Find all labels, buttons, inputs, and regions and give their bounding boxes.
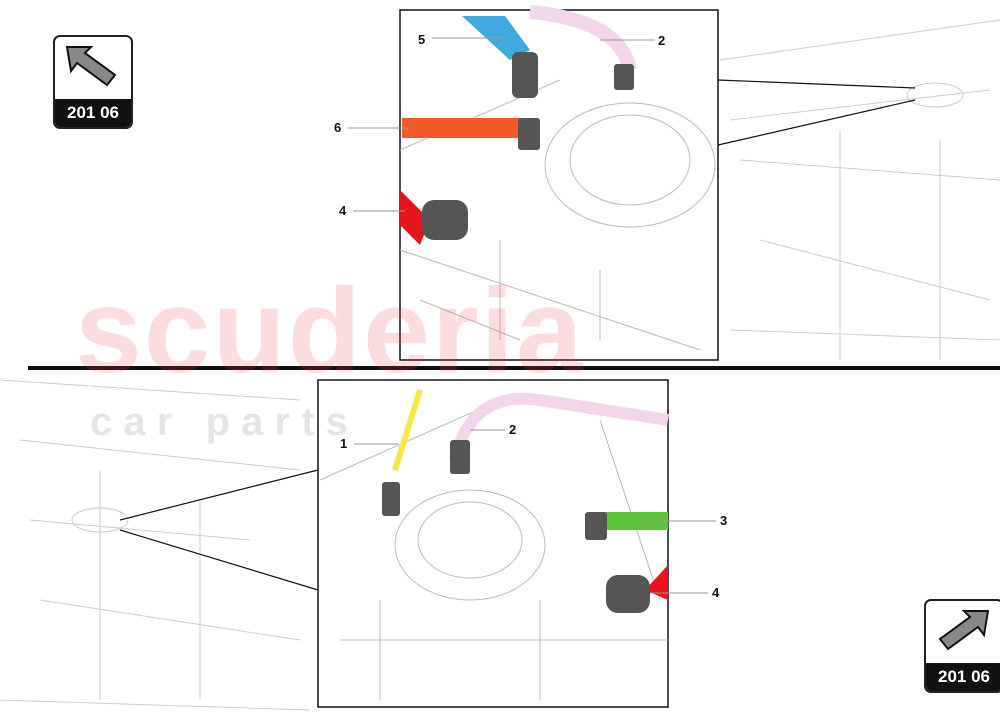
- next-page-code: 201 06: [926, 663, 1000, 691]
- callout-2: 2: [658, 33, 666, 48]
- inset-bottom: [317, 379, 669, 708]
- callout-4: 4: [339, 203, 347, 218]
- arrow-up-right-icon: [938, 610, 990, 651]
- prev-page-button[interactable]: 201 06: [53, 35, 133, 129]
- inset-top: [399, 5, 719, 361]
- callout-lines-bottom: [354, 429, 716, 594]
- watermark-sub: c a r p a r t s: [90, 400, 348, 444]
- callout-6: 6: [334, 120, 342, 135]
- prev-page-code: 201 06: [55, 99, 131, 127]
- callout-4: 4: [712, 585, 720, 600]
- callout-5: 5: [418, 32, 426, 47]
- callout-3: 3: [720, 513, 728, 528]
- arrow-up-left-icon: [65, 46, 117, 87]
- callout-1: 1: [340, 436, 348, 451]
- callout-2: 2: [509, 422, 517, 437]
- leader-lines-to-insets: [119, 79, 916, 591]
- callout-lines-top: [348, 37, 655, 212]
- background-drawing: [0, 19, 1000, 711]
- next-page-button[interactable]: 201 06: [924, 599, 1000, 693]
- watermark-brand: scuderia: [75, 264, 585, 398]
